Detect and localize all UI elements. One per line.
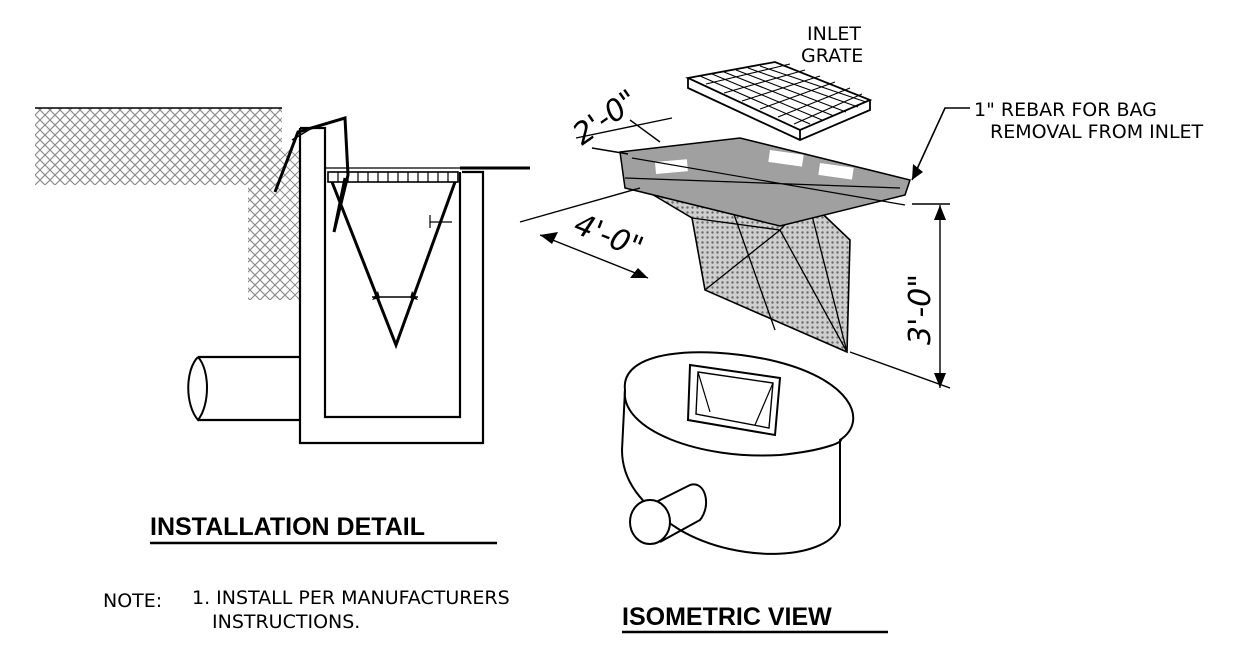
installation-detail-title: INSTALLATION DETAIL [150, 513, 425, 541]
inlet-grate-label-line2: GRATE [801, 45, 863, 67]
dimension-length: 4'-0" [519, 187, 649, 279]
outlet-pipe [187, 355, 300, 422]
inlet-structure-inner [323, 172, 462, 419]
rebar-label-line1: 1" REBAR FOR BAG [974, 99, 1157, 121]
note-label: NOTE: [103, 590, 162, 612]
catch-basin-iso [620, 351, 855, 555]
dim-depth-text: 3'-0" [903, 274, 938, 345]
inlet-grate-label-line1: INLET [807, 23, 861, 45]
soil-side-band [248, 150, 300, 300]
dimension-width: 2'-0" [567, 83, 673, 155]
isometric-view-section: 2'-0" 4'-0" 3'-0" [519, 61, 970, 555]
rebar-leader [911, 107, 970, 181]
note-1-line1: 1. INSTALL PER MANUFACTURERS [192, 587, 510, 609]
dim-width-text: 2'-0" [567, 83, 645, 152]
dim-length-text: 4'-0" [569, 207, 648, 266]
isometric-view-title: ISOMETRIC VIEW [622, 603, 832, 631]
dimension-depth: 3'-0" [849, 203, 951, 389]
bag-top-flaps [619, 137, 911, 227]
bag-flap [273, 116, 350, 233]
rebar-label-line2: REMOVAL FROM INLET [990, 121, 1204, 143]
filter-bag-section [330, 181, 457, 350]
bag-flap-fold [291, 117, 345, 141]
note-1-line2: INSTRUCTIONS. [212, 611, 360, 633]
installation-detail-section [35, 107, 530, 445]
installed-grate [327, 171, 459, 183]
soil-top-band [35, 108, 280, 185]
inlet-grate-iso [685, 61, 873, 141]
